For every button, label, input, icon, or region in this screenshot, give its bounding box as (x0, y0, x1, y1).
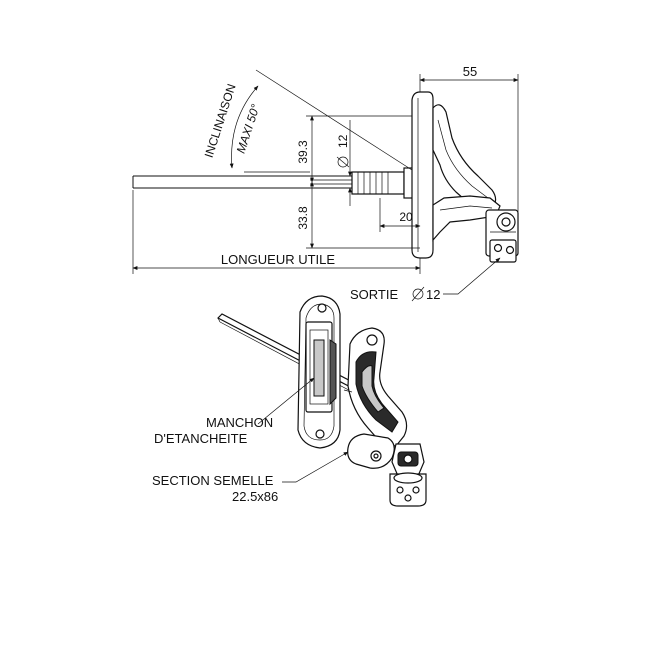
diameter-icon (336, 156, 350, 168)
section-callout: SECTION SEMELLE 22.5x86 (152, 451, 349, 504)
foot-bracket-perspective (347, 433, 395, 469)
dim-offset-label: 20 (399, 210, 413, 224)
dim-lower-label: 33.8 (296, 206, 310, 230)
sleeve-callout: MANCHON D'ETANCHEITE (154, 377, 315, 446)
crank-handle-perspective (343, 327, 408, 447)
exit-label: SORTIE (350, 287, 398, 302)
dimension-vertical: 39.3 33.8 (296, 115, 420, 249)
diameter-icon (411, 286, 425, 302)
crank-arm-side (432, 104, 501, 242)
inclination-label: INCLINAISON (202, 82, 239, 159)
section-label-line2: 22.5x86 (232, 489, 278, 504)
side-elevation-view: 55 39.3 33.8 12 (132, 64, 519, 302)
universal-joint-side (485, 209, 519, 263)
universal-joint-perspective (389, 443, 427, 507)
sealing-sleeve-side (351, 167, 415, 199)
exit-callout: SORTIE 12 (350, 257, 501, 302)
max-angle-label: MAXI 50° (234, 102, 263, 155)
section-label-line1: SECTION SEMELLE (152, 473, 274, 488)
base-plate-side (411, 91, 434, 259)
rod-perspective (216, 313, 366, 397)
dimension-offset: 20 (379, 198, 421, 232)
sleeve-label-line1: MANCHON (206, 415, 273, 430)
dimension-rod-diameter: 12 (336, 120, 352, 206)
perspective-view: MANCHON D'ETANCHEITE SECTION SEMELLE 22.… (152, 295, 427, 507)
dimension-useful-length: LONGUEUR UTILE (132, 190, 421, 274)
dim-upper-label: 39.3 (296, 140, 310, 164)
exit-diameter-label: 12 (426, 287, 440, 302)
dim-width-label: 55 (463, 64, 477, 79)
dim-diameter-label: 12 (336, 134, 350, 148)
base-plate-perspective (297, 295, 341, 449)
sleeve-label-line2: D'ETANCHEITE (154, 431, 248, 446)
useful-length-label: LONGUEUR UTILE (221, 252, 335, 267)
dimension-width: 55 (419, 64, 519, 212)
